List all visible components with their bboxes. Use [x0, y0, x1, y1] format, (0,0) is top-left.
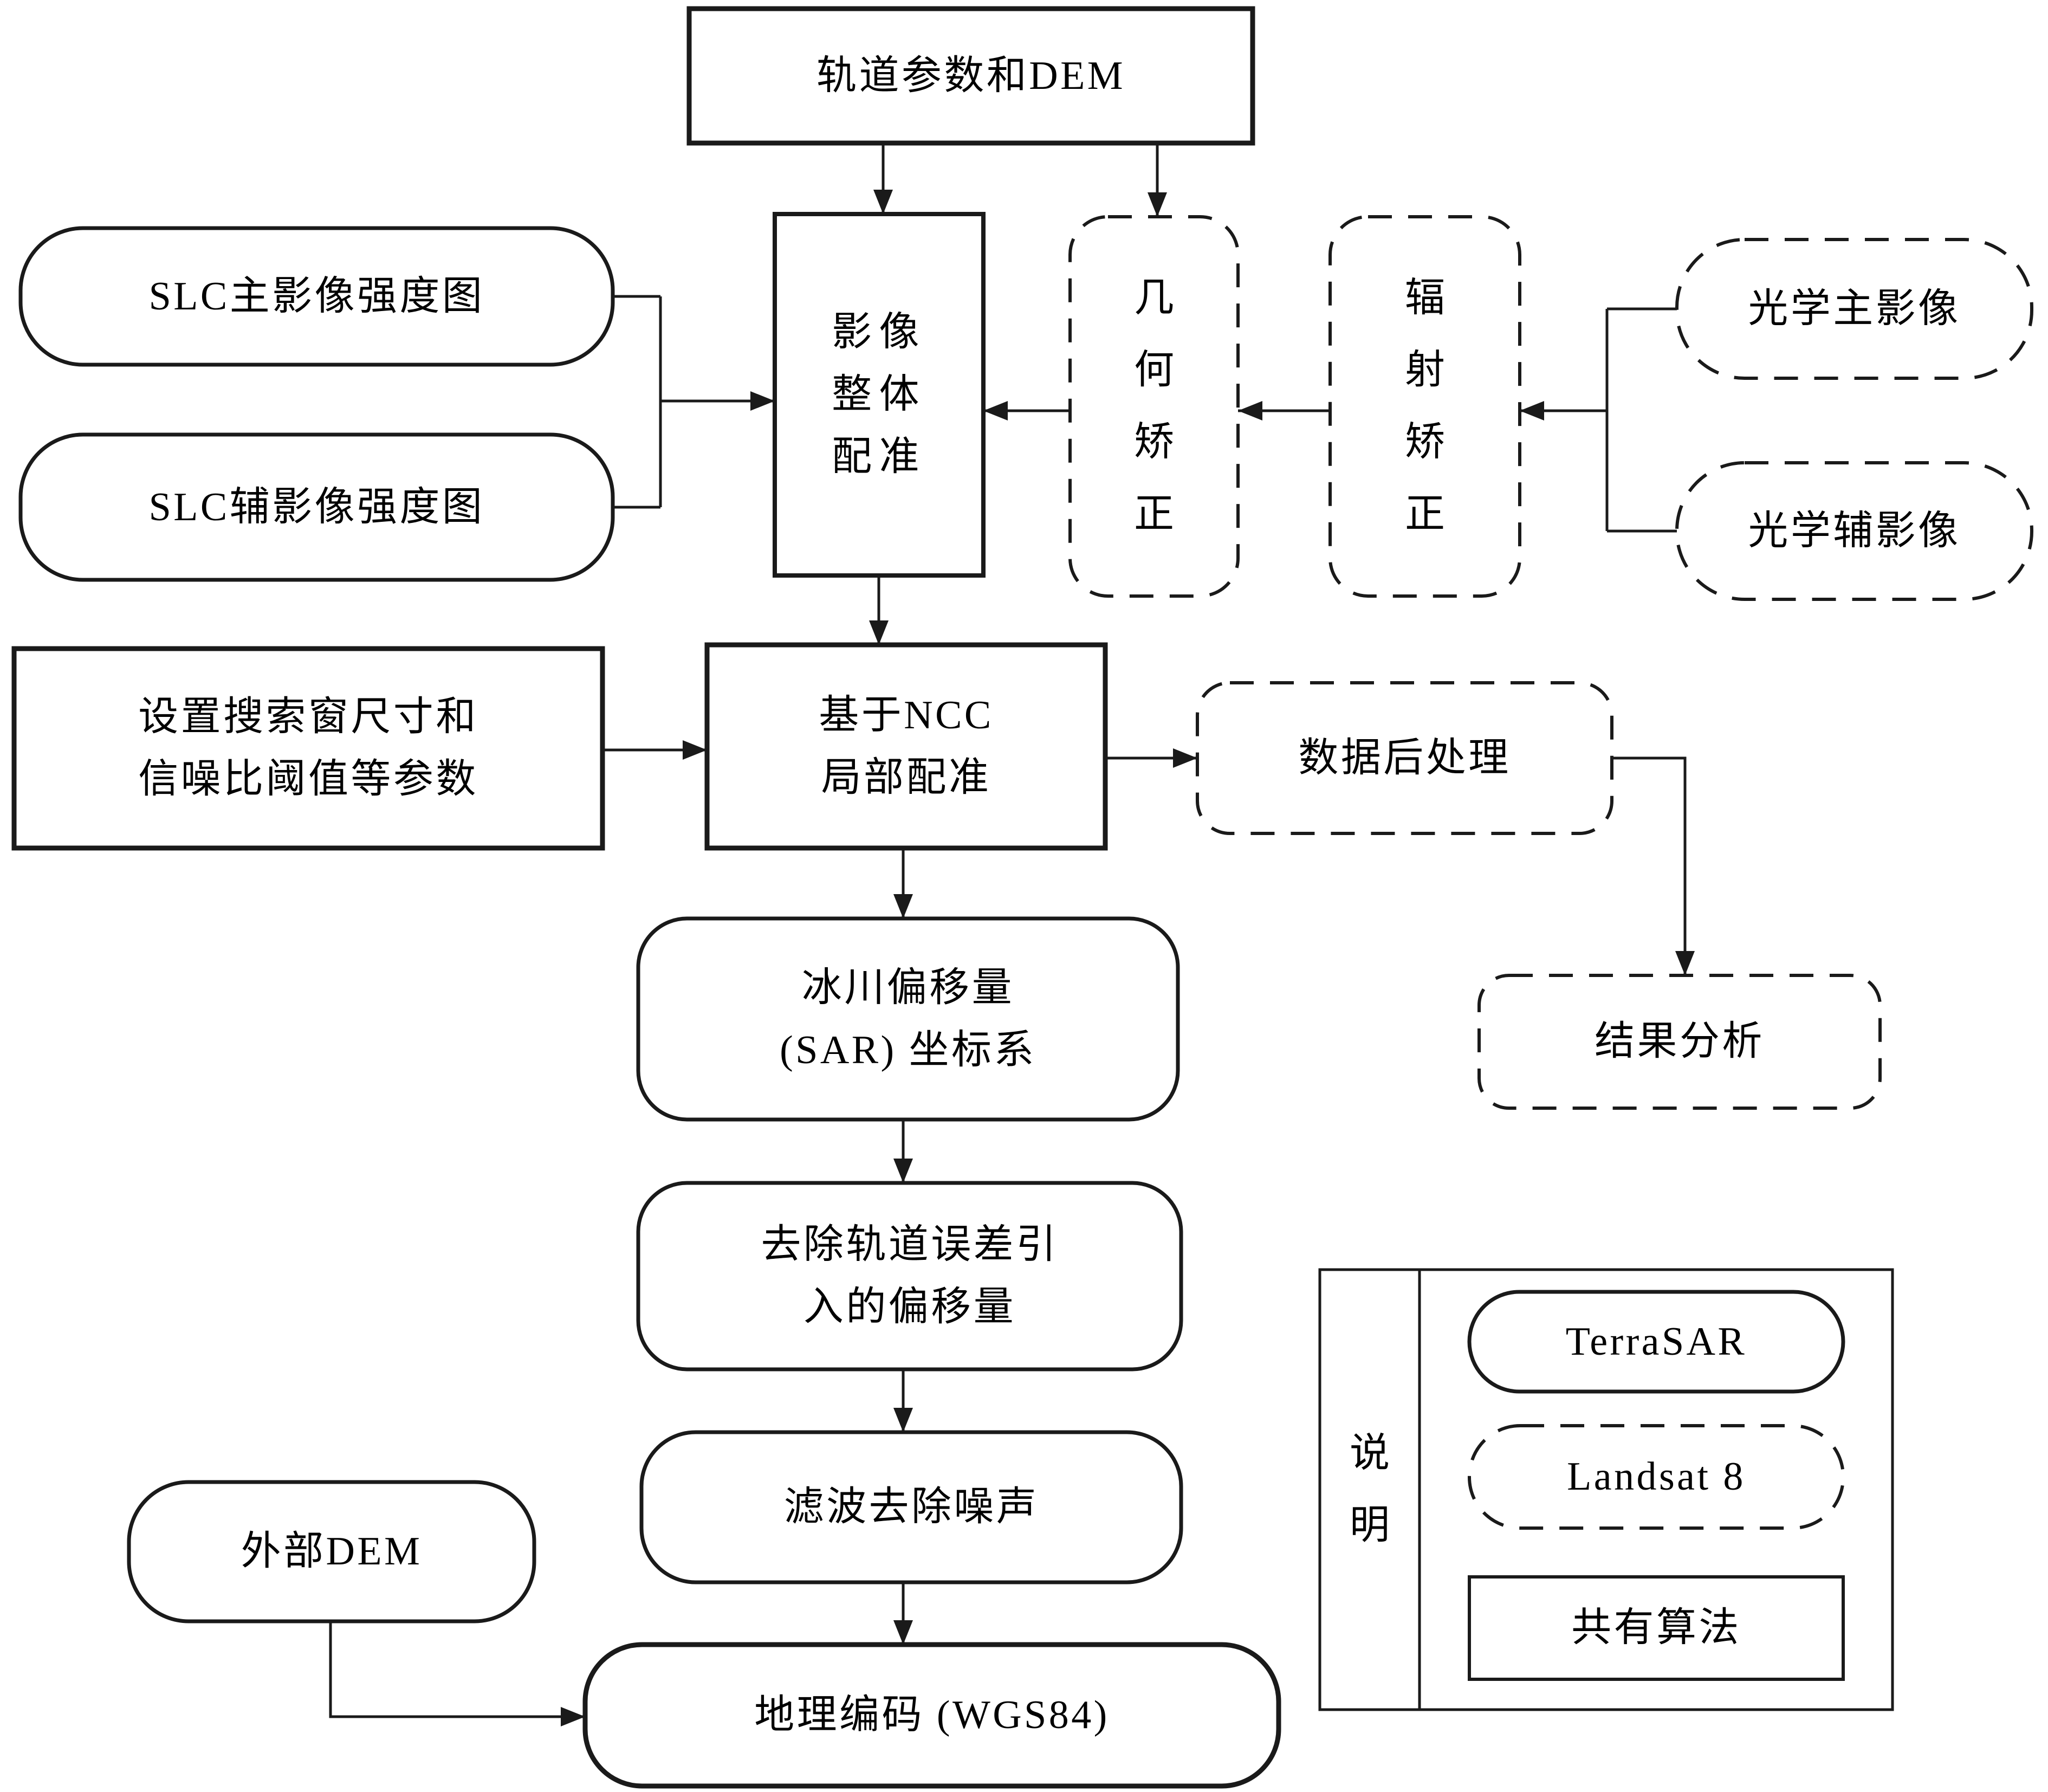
node-external-dem: 外部DEM [129, 1482, 534, 1621]
legend-terrasar-outline [1467, 1290, 1845, 1394]
outline-orbit-dem [686, 6, 1255, 146]
node-geometric-correction-label: 几何矫正 [1134, 275, 1174, 537]
legend-item-terrasar-label: TerraSAR [1565, 1319, 1747, 1364]
outline-filter-noise [639, 1430, 1183, 1584]
node-post-processing: 数据后处理 [1197, 683, 1612, 833]
node-optical-slave-label: 光学辅影像 [1748, 508, 1961, 553]
outline-glacier-offset [636, 916, 1180, 1122]
legend-title-text: 说明 [1350, 1431, 1390, 1548]
node-remove-orbit-error-line2: 入的偏移量 [803, 1285, 1016, 1329]
node-overall-registration: 影像整体配准 [775, 214, 983, 575]
node-search-params-line1: 设置搜索窗尺寸和 [138, 695, 478, 740]
node-glacier-offset: 冰川偏移量 (SAR) 坐标系 [638, 918, 1178, 1120]
node-optical-master-label: 光学主影像 [1748, 286, 1961, 331]
node-orbit-dem-label: 轨道参数和DEM [816, 53, 1125, 98]
node-glacier-offset-line1: 冰川偏移量 [801, 965, 1015, 1010]
node-glacier-offset-line2: (SAR) 坐标系 [780, 1027, 1036, 1072]
outline-search-params [11, 646, 605, 851]
arrow-postprocessing-to-result [1612, 756, 1695, 975]
legend-item-landsat8-label: Landsat 8 [1567, 1454, 1746, 1499]
node-optical-slave: 光学辅影像 [1677, 463, 2032, 599]
node-result-analysis-label: 结果分析 [1595, 1019, 1765, 1064]
node-ncc-local: 基于NCC 局部配准 [707, 645, 1105, 848]
legend-item-terrasar: TerraSAR [1469, 1292, 1843, 1392]
node-orbit-dem: 轨道参数和DEM [689, 9, 1253, 143]
node-radiometric-correction: 辐射矫正 [1330, 217, 1520, 596]
node-ncc-local-line2: 局部配准 [821, 755, 991, 800]
node-filter-noise: 滤波去除噪声 [641, 1432, 1181, 1582]
legend-item-common-algorithm-label: 共有算法 [1571, 1606, 1741, 1651]
legend-item-landsat8: Landsat 8 [1469, 1426, 1843, 1528]
node-geocoding-label: 地理编码 (WGS84) [754, 1693, 1110, 1738]
legend-item-common-algorithm: 共有算法 [1469, 1577, 1843, 1679]
node-remove-orbit-error: 去除轨道误差引 入的偏移量 [638, 1183, 1181, 1369]
legend-frame [1318, 1268, 1894, 1711]
node-geometric-correction: 几何矫正 [1070, 217, 1238, 596]
node-optical-master: 光学主影像 [1677, 240, 2032, 378]
node-overall-registration-label: 影像整体配准 [832, 310, 926, 479]
outline-ncc-local [704, 642, 1108, 851]
node-geocoding: 地理编码 (WGS84) [585, 1645, 1279, 1786]
node-slc-master-label: SLC主影像强度图 [148, 274, 485, 319]
outline-optical-slave [1675, 461, 2033, 601]
node-ncc-local-line1: 基于NCC [819, 693, 994, 737]
outline-result-analysis [1477, 974, 1882, 1110]
legend-title: 说明 [1320, 1270, 1420, 1710]
legend-common-outline [1468, 1575, 1845, 1681]
arrow-externaldem-to-geocoding [329, 1621, 585, 1726]
node-search-params: 设置搜索窗尺寸和 信噪比阈值等参数 [14, 649, 602, 848]
node-remove-orbit-error-line1: 去除轨道误差引 [761, 1222, 1059, 1267]
node-post-processing-label: 数据后处理 [1298, 735, 1511, 780]
legend-landsat-outline [1468, 1424, 1845, 1530]
node-result-analysis: 结果分析 [1479, 975, 1880, 1108]
outline-remove-orbit-error [636, 1181, 1183, 1372]
node-external-dem-label: 外部DEM [241, 1529, 423, 1574]
node-slc-slave: SLC辅影像强度图 [21, 435, 613, 580]
node-slc-master: SLC主影像强度图 [21, 228, 613, 365]
node-search-params-line2: 信噪比阈值等参数 [138, 757, 478, 801]
node-filter-noise-label: 滤波去除噪声 [783, 1485, 1039, 1530]
node-radiometric-correction-label: 辐射矫正 [1405, 275, 1445, 537]
node-slc-slave-label: SLC辅影像强度图 [148, 484, 485, 529]
